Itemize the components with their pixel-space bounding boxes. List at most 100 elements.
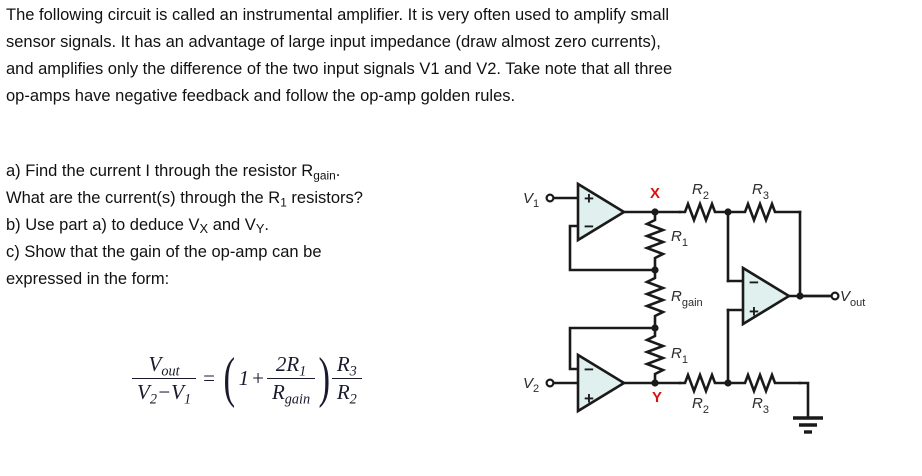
formula-rgain-text: R — [271, 380, 285, 404]
label-v2-sub: 2 — [533, 383, 539, 395]
formula-gain-fraction: 2R1 Rgain — [266, 352, 316, 408]
wire-to-ground — [798, 381, 810, 420]
formula-v1-sub: 1 — [183, 391, 192, 408]
question-a2-tail: resistors? — [286, 189, 363, 207]
formula-r3r2-fraction: R3 R2 — [331, 352, 362, 408]
terminal-vout — [830, 291, 840, 301]
label-v2-text: V — [523, 375, 535, 392]
formula-vout-sub: out — [161, 363, 180, 380]
question-a-subscript: gain — [313, 168, 336, 183]
formula-rgain-sub: gain — [284, 391, 311, 408]
formula-paren-close: ) — [318, 347, 331, 410]
circuit-svg: + − − + − + V1 V2 Vout X Y R2 R3 R2 R3 R… — [523, 181, 865, 434]
node-dot-top-divider — [724, 208, 732, 216]
node-dot-r1-rgain-top — [651, 266, 659, 274]
label-r1-bottom-sub: 1 — [682, 354, 688, 366]
label-r2-bottom-text: R — [692, 395, 703, 412]
formula-r3-sub: 3 — [349, 363, 357, 380]
label-vout: Vout — [840, 288, 865, 309]
label-v2: V2 — [523, 375, 539, 395]
resistor-r1-top — [643, 210, 667, 272]
question-c-line-2: expressed in the form: — [6, 270, 170, 288]
formula-left-fraction: Vout V2−V1 — [132, 352, 197, 408]
label-r1-top: R1 — [671, 228, 688, 249]
intro-line-3: and amplifies only the difference of the… — [6, 60, 673, 78]
formula-r2: R2 — [331, 378, 362, 408]
formula-paren-group: 1 + 2R1 Rgain — [237, 352, 318, 408]
label-v1: V1 — [523, 190, 539, 210]
formula-rgain: Rgain — [266, 378, 316, 408]
opamp3-plus-label: + — [584, 389, 594, 408]
resistor-r1-bottom — [643, 326, 667, 385]
formula-v2-sub: 2 — [149, 391, 157, 408]
question-a2-subscript: 1 — [280, 195, 287, 210]
terminal-group — [545, 193, 840, 388]
formula-r2-text: R — [336, 380, 350, 404]
intro-line-2: sensor signals. It has an advantage of l… — [6, 33, 661, 51]
question-b-subscript-y: Y — [255, 220, 265, 236]
formula-v2: V — [137, 380, 150, 404]
question-b-subscript-x: X — [199, 220, 209, 236]
question-a-text: a) Find the current I through the resist… — [6, 162, 314, 180]
ground-icon — [793, 416, 823, 434]
label-v1-sub: 1 — [533, 198, 539, 210]
intro-line-4: op-amps have negative feedback and follo… — [6, 87, 516, 105]
node-name-labels: X Y — [650, 185, 662, 406]
node-dot-y — [651, 379, 659, 387]
opamp-2-difference — [741, 265, 792, 327]
label-rgain-sub: gain — [682, 297, 703, 309]
question-b-mid: and V — [208, 216, 256, 234]
formula-denominator: V2−V1 — [132, 378, 197, 408]
label-v1-text: V — [523, 190, 535, 207]
formula-vout-v: V — [148, 352, 162, 376]
formula-2r1-text: 2R — [275, 352, 300, 376]
formula-r3: R3 — [332, 352, 362, 378]
label-r3-top-sub: 3 — [763, 190, 769, 202]
question-b-period: . — [264, 216, 269, 234]
opamp2-minus-label: − — [749, 273, 759, 292]
label-r1-top-sub: 1 — [682, 237, 688, 249]
node-dot-group — [651, 208, 804, 387]
label-r2-bottom: R2 — [692, 395, 709, 416]
opamp2-plus-label: + — [749, 302, 759, 321]
label-r3-top: R3 — [752, 181, 769, 202]
label-rgain-text: R — [671, 288, 682, 305]
resistor-labels: R2 R3 R2 R3 R1 Rgain R1 — [671, 181, 769, 416]
wire-top-feedback — [568, 224, 657, 272]
label-vout-sub: out — [850, 297, 865, 309]
formula-paren-open: ( — [223, 347, 236, 410]
label-r3-bottom-sub: 3 — [763, 404, 769, 416]
terminal-v1 — [545, 193, 555, 203]
formula-r3-text: R — [336, 352, 350, 376]
formula-r2-sub: 2 — [349, 391, 357, 408]
question-b-text: b) Use part a) to deduce V — [6, 216, 200, 234]
intro-line-1: The following circuit is called an instr… — [6, 6, 670, 24]
formula-vout: Vout — [144, 352, 185, 378]
label-r3-bottom: R3 — [752, 395, 769, 416]
opamp-group — [576, 181, 792, 414]
node-dot-output — [796, 292, 804, 300]
label-r1-top-text: R — [671, 228, 682, 245]
label-r2-top: R2 — [692, 181, 709, 202]
label-r2-bottom-sub: 2 — [703, 404, 709, 416]
formula-2r1-sub: 1 — [299, 363, 307, 380]
resistor-rgain — [643, 268, 667, 330]
opamp3-minus-label: − — [584, 360, 594, 379]
wire-group — [551, 196, 837, 420]
opamp-1-input-top — [576, 181, 627, 243]
formula-one: 1 — [238, 366, 250, 390]
node-dot-rgain-r1-bottom — [651, 324, 659, 332]
node-dot-bottom-divider — [724, 379, 732, 387]
opamp-pin-labels: + − − + − + — [584, 189, 759, 408]
resistor-r3-bottom — [726, 371, 802, 395]
resistor-r2-bottom — [678, 371, 730, 395]
formula-minus: − — [156, 380, 172, 404]
question-b-line: b) Use part a) to deduce VX and VY. — [6, 212, 506, 239]
label-r2-top-sub: 2 — [703, 190, 709, 202]
wire-bottom-feedback — [568, 326, 657, 371]
resistor-r2-top — [678, 200, 730, 224]
formula-plus: + — [252, 366, 264, 390]
question-a-line-1: a) Find the current I through the resist… — [6, 158, 506, 185]
label-r3-top-text: R — [752, 181, 763, 198]
terminal-v2 — [545, 378, 555, 388]
